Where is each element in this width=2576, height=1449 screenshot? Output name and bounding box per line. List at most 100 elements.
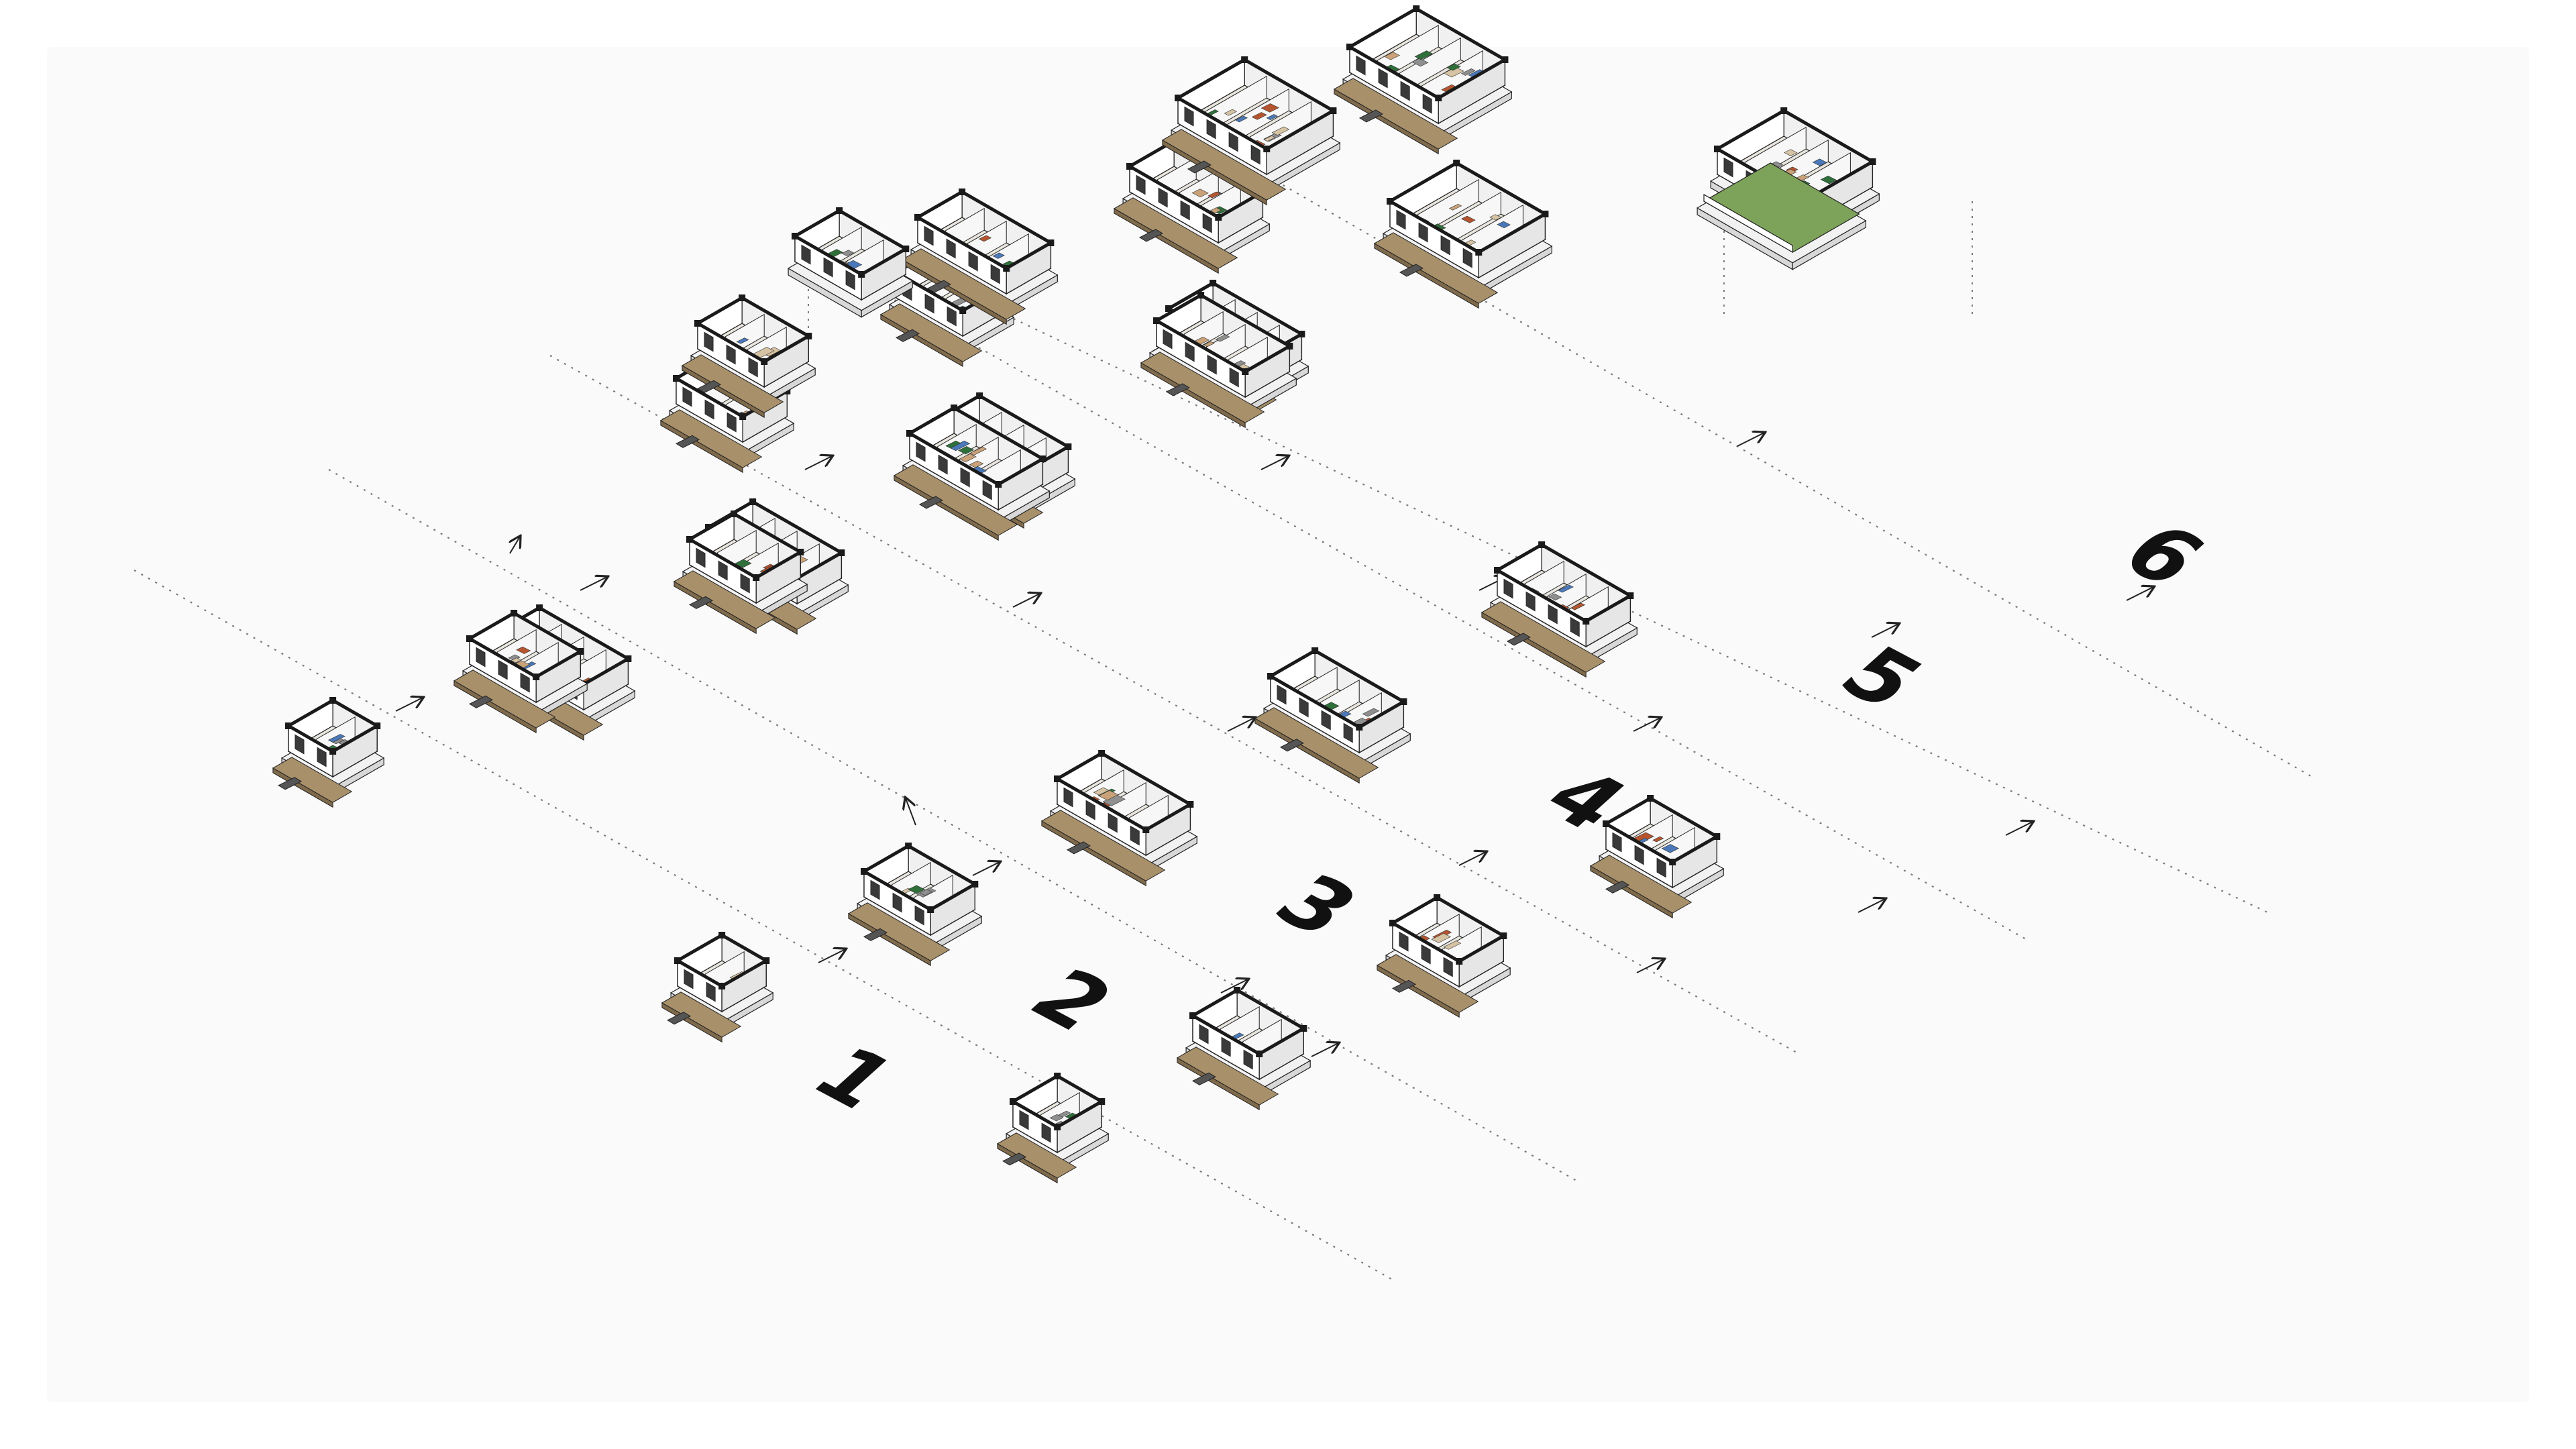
- entry-stair: [918, 496, 943, 509]
- furniture: [1548, 593, 1562, 601]
- wall-cap: [1143, 802, 1193, 833]
- window: [718, 560, 728, 581]
- entry-stair: [1279, 739, 1304, 752]
- furniture: [959, 453, 977, 463]
- wooden-deck: [901, 248, 1026, 320]
- wall-cap: [1476, 211, 1548, 255]
- wall-cap: [1495, 542, 1544, 573]
- furniture: [516, 646, 531, 654]
- wall-cap: [1099, 751, 1193, 807]
- furniture: [1215, 334, 1230, 342]
- corner-post: [1627, 592, 1634, 599]
- arrow-connector: [1012, 594, 1040, 608]
- window: [1356, 55, 1366, 76]
- corner-post: [1542, 211, 1549, 217]
- window: [1634, 845, 1644, 865]
- entry-stair: [1399, 264, 1424, 277]
- window: [1130, 825, 1140, 846]
- corner-post: [976, 392, 983, 399]
- wall-cap: [1454, 160, 1548, 217]
- wooden-deck: [453, 669, 556, 729]
- wooden-deck: [1176, 1046, 1279, 1106]
- corner-post: [1387, 198, 1393, 205]
- wooden-deck: [1113, 197, 1238, 269]
- window: [1723, 157, 1733, 178]
- window: [968, 251, 978, 272]
- wall-cap: [1166, 280, 1216, 311]
- arrow-connector: [1633, 718, 1660, 732]
- corner-post: [739, 294, 746, 301]
- wall-cap: [1603, 796, 1653, 826]
- corner-post: [1346, 44, 1353, 50]
- wall-cap: [861, 843, 911, 874]
- window: [1503, 578, 1513, 599]
- corner-post: [1153, 317, 1160, 324]
- arrow-connector: [906, 798, 916, 826]
- furniture: [1497, 221, 1511, 229]
- wall-cap: [1198, 292, 1292, 349]
- corner-post: [718, 983, 726, 989]
- wall-cap: [1670, 834, 1719, 865]
- corner-post: [959, 307, 967, 314]
- wall-cap: [1055, 776, 1148, 833]
- corner-post: [673, 375, 680, 382]
- window: [317, 747, 327, 767]
- furniture: [734, 559, 752, 568]
- window: [990, 264, 1000, 284]
- wall-cap: [861, 869, 933, 912]
- corner-post: [686, 536, 693, 543]
- entry-stair: [675, 435, 700, 448]
- furniture: [328, 734, 345, 743]
- corner-post: [1298, 331, 1305, 337]
- furniture: [978, 235, 992, 242]
- window: [1199, 1024, 1209, 1044]
- guide-line: [328, 469, 1577, 1181]
- building-unit-r2-e: [1481, 541, 1638, 678]
- window: [1396, 209, 1406, 230]
- wall-cap: [928, 881, 977, 912]
- furniture: [1784, 149, 1798, 156]
- corner-post: [1263, 146, 1271, 152]
- corner-post: [1165, 305, 1172, 312]
- corner-post: [536, 604, 543, 611]
- window: [727, 412, 737, 433]
- window: [1185, 341, 1195, 362]
- wall-cap: [1175, 57, 1247, 101]
- wall-cap: [1715, 108, 1786, 152]
- entry-stair: [696, 380, 722, 393]
- window: [801, 244, 811, 265]
- corner-post: [797, 549, 804, 555]
- wall-cap: [695, 321, 767, 364]
- furniture: [1661, 844, 1680, 853]
- window: [1243, 1049, 1253, 1070]
- corner-post: [285, 722, 292, 729]
- arrow-connector: [1871, 624, 1898, 638]
- window: [1229, 367, 1239, 388]
- corner-post: [625, 655, 632, 662]
- window: [1399, 931, 1409, 952]
- furniture: [1191, 189, 1209, 198]
- window: [1158, 187, 1168, 208]
- wall-cap: [1603, 821, 1675, 865]
- corner-post: [1003, 265, 1010, 272]
- corner-post: [1500, 932, 1507, 939]
- corner-post: [329, 748, 337, 755]
- furniture: [1362, 708, 1380, 717]
- window: [1184, 106, 1194, 127]
- corner-post: [1538, 541, 1546, 548]
- wall-cap: [1154, 318, 1248, 374]
- furniture: [1266, 114, 1279, 121]
- corner-post: [1780, 107, 1788, 114]
- wall-cap: [915, 189, 965, 220]
- corner-post: [1234, 987, 1241, 994]
- wall-cap: [286, 723, 335, 754]
- window: [704, 331, 714, 352]
- corner-post: [1197, 292, 1205, 299]
- corner-post: [927, 906, 934, 913]
- corner-post: [1054, 1073, 1061, 1079]
- furniture: [1210, 207, 1222, 214]
- furniture: [1260, 103, 1279, 113]
- wall-cap: [467, 610, 517, 641]
- corner-post: [1215, 214, 1222, 221]
- furniture: [945, 440, 961, 449]
